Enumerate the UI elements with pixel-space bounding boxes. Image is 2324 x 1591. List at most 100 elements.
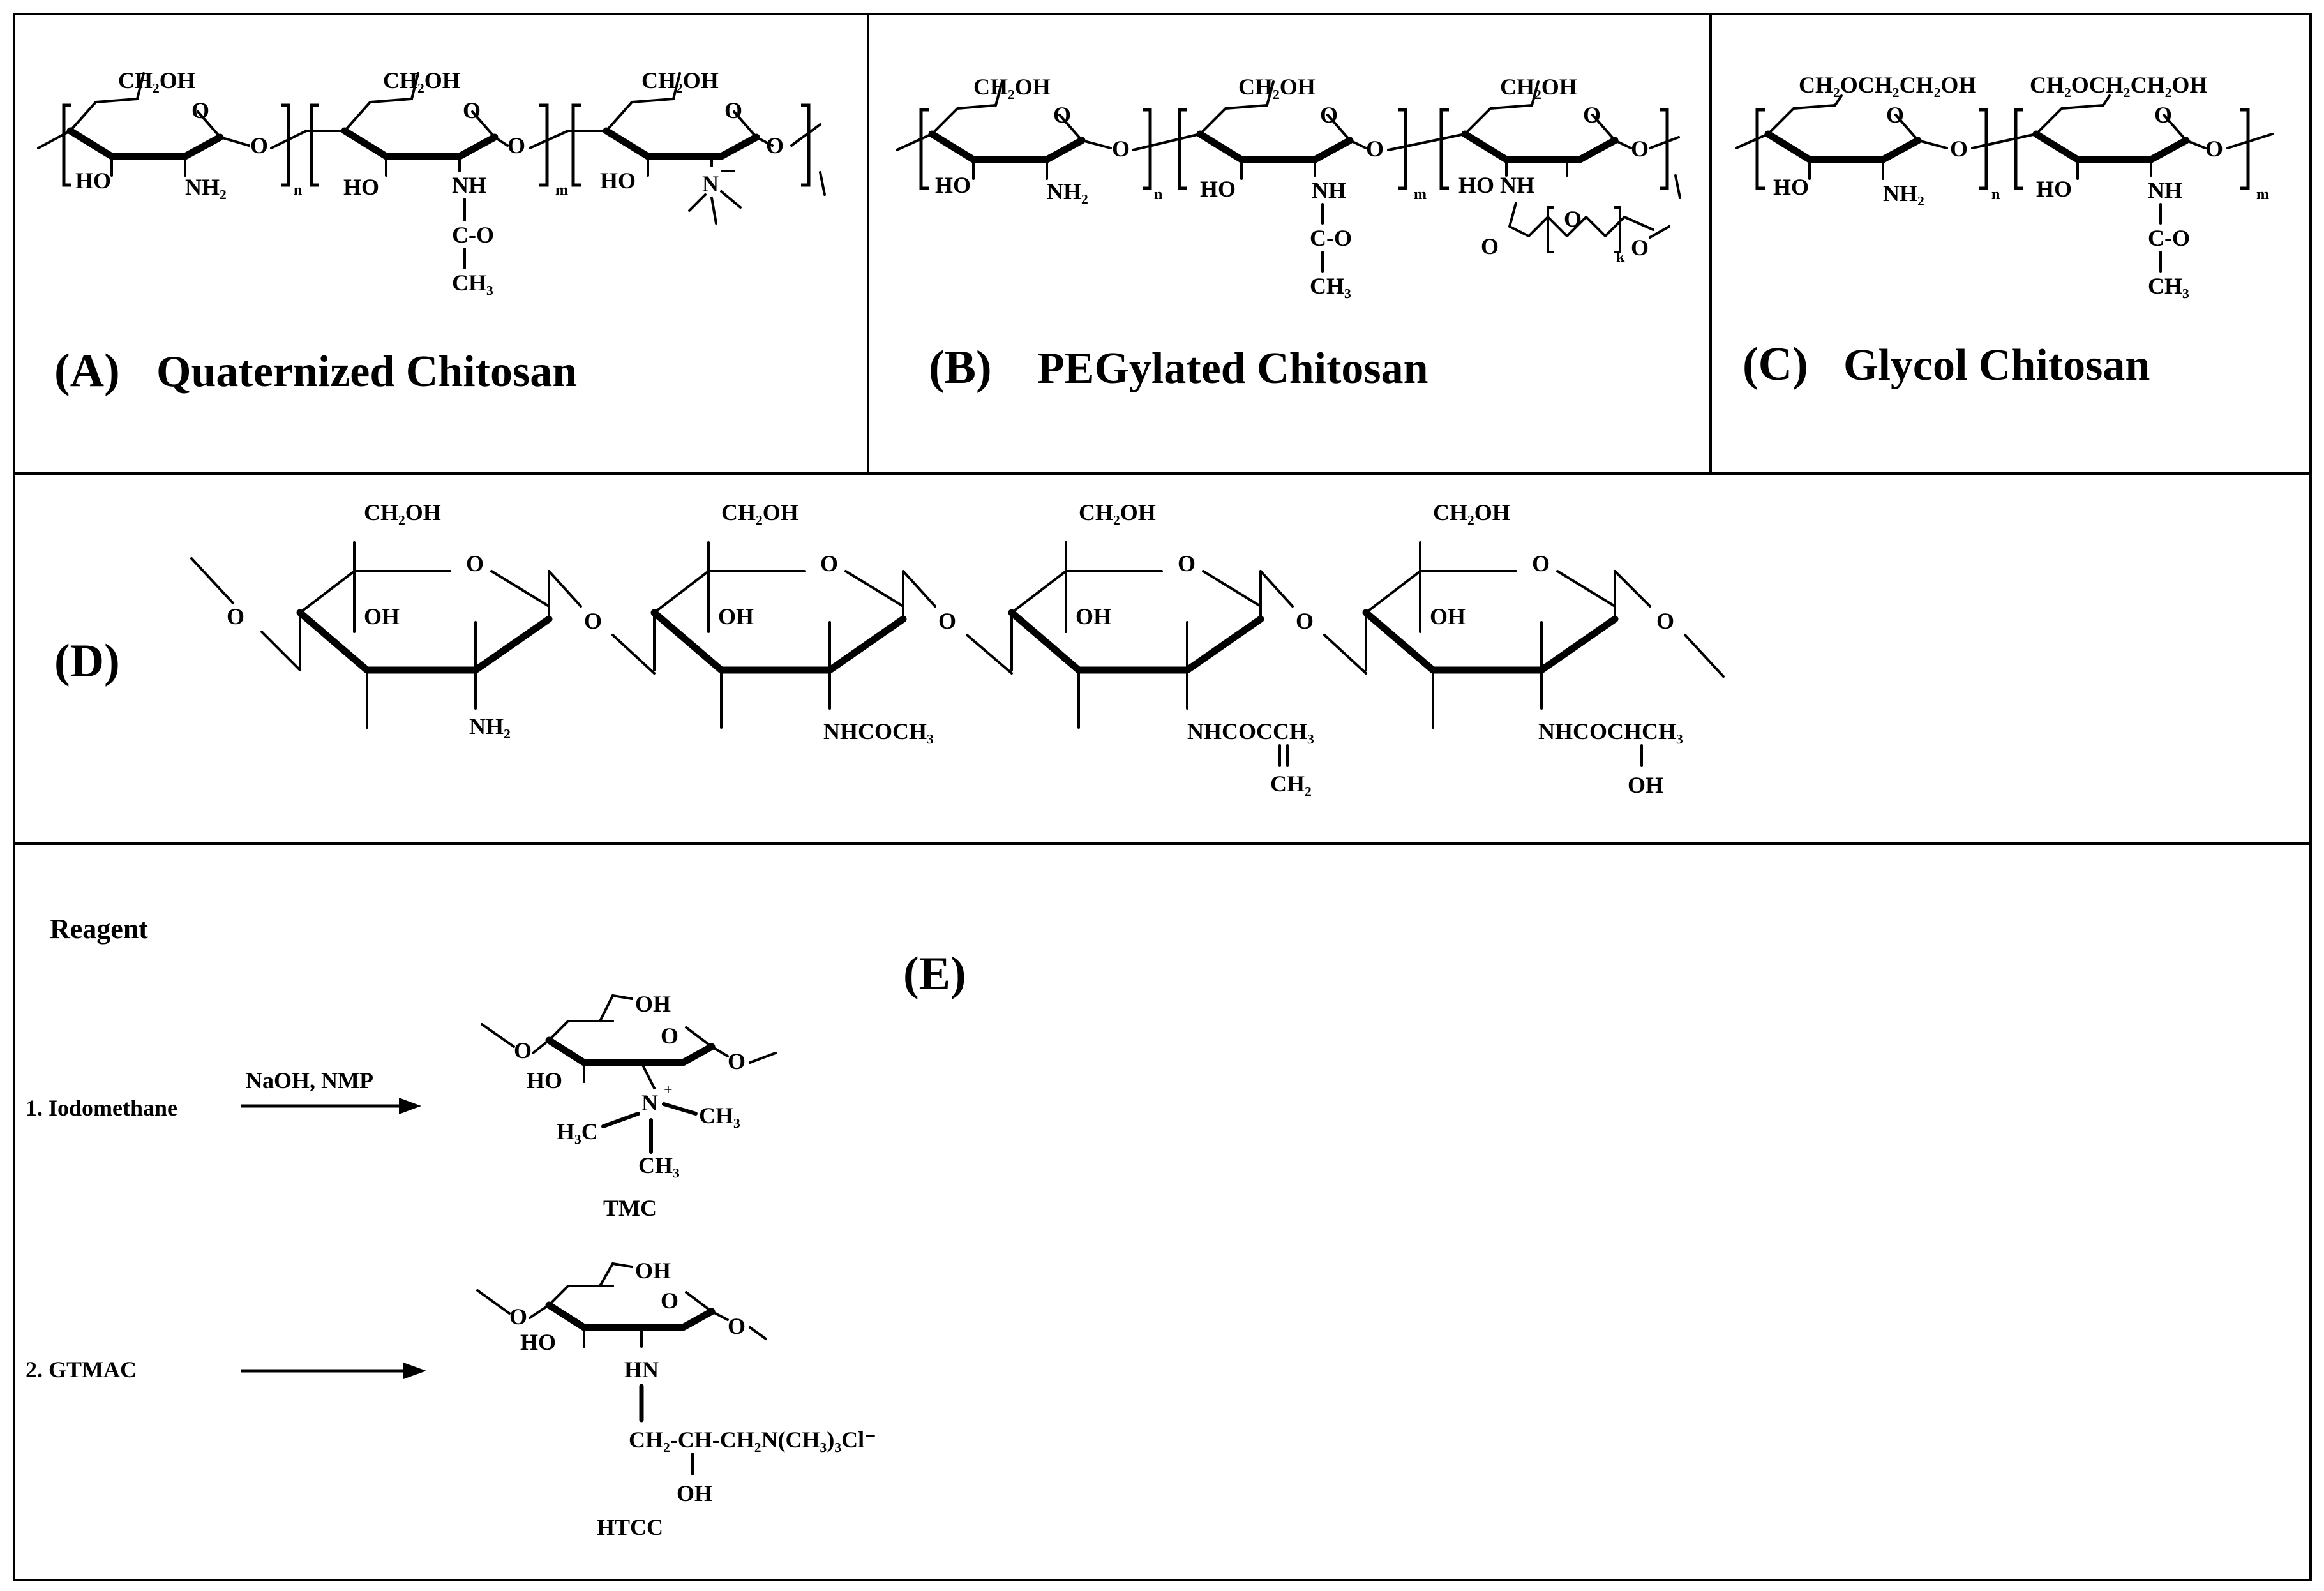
a2-bracket-right [539,103,549,187]
panel-c-letter: (C) [1743,338,1808,391]
panel-d-unit-4: CH₂OH O OH NHCOCHCH₃ OH [1362,500,1683,798]
b3-peg-o1: O [1564,206,1582,232]
b3-glyco-o: O [1631,136,1649,161]
c2-ring-o: O [2154,102,2172,128]
panel-d-unit-1: CH₂OH O OH NH₂ [296,500,553,739]
d3-nhcocch3: NHCOCCH₃ [1187,719,1314,744]
a3-ho: HO [600,168,636,193]
d1-oh: OH [364,604,400,629]
d2-ch2oh: CH₂OH [721,500,798,525]
b1-ch2oh: CH₂OH [973,74,1051,100]
peg-bracket-right [1614,206,1621,253]
b3-bracket-left [1439,108,1449,190]
panel-a-letter: (A) [54,345,120,397]
d4-oh: OH [1430,604,1466,629]
tmc-ring-o: O [661,1023,678,1049]
b3-ch2oh: CH₂OH [1500,74,1577,100]
panel-b-unit-3: CH₂OH O HO NH O O O O k [1387,74,1681,265]
a3-bracket-right [801,103,811,187]
b1-glyco-o: O [1112,136,1130,161]
b1-ring-o: O [1053,102,1071,128]
tmc-o-right: O [728,1049,746,1074]
panel-c-title: Glycol Chitosan [1843,341,2150,390]
peg-chain [1508,202,1654,237]
c1-glyco-o: O [1950,136,1968,161]
reagent-1-conditions: NaOH, NMP [246,1068,373,1093]
htcc-ring-o: O [661,1288,678,1313]
c2-glyco-o: O [2205,136,2223,161]
a2-ho: HO [343,174,379,200]
outer-frame [13,13,2312,1581]
panel-c-unit-1: CH₂OCH₂CH₂OH O HO NH₂ O n [1735,72,2000,206]
b2-ho: HO [1200,176,1236,202]
c2-subscript-m: m [2256,186,2269,203]
panel-a-unit-1: CH₂OH O HO NH₂ O n [37,68,302,200]
b2-bracket-right [1398,108,1407,190]
peg-bracket-left [1547,206,1554,253]
a3-ring-o: O [724,98,742,123]
a2-co: C-O [452,222,494,248]
b2-ch2oh: CH₂OH [1238,74,1316,100]
b1-bracket-left [919,108,929,190]
panel-c-unit-2: CH₂OCH₂CH₂OH O HO NH C-O CH₃ O m [1971,72,2274,299]
a2-ch2oh: CH₂OH [383,68,460,93]
b3-subscript-k: k [1616,249,1625,265]
d-terminal-right [1684,634,1725,678]
c2-ho: HO [2036,176,2072,202]
tmc-ch3-right: CH₃ [699,1103,740,1128]
htcc-o-left: O [509,1304,527,1329]
panel-frames [13,13,2312,1581]
d3-ch2: CH₂ [1270,771,1312,796]
d4-ch2oh: CH₂OH [1433,500,1510,525]
panel-b: CH₂OH O HO NH₂ O n CH₂OH O HO NH C-O CH₃ [896,74,1681,394]
a1-ring-o: O [191,98,209,123]
b1-bracket-right [1143,108,1152,190]
d4-ring-o: O [1532,551,1550,576]
htcc-oh-side: OH [677,1481,712,1506]
tmc-h3c: H₃C [557,1119,598,1144]
b3-carbonyl-o: O [1481,234,1499,259]
a2-glyco-o: O [507,133,525,158]
d4-nhcochch3: NHCOCHCH₃ [1538,719,1683,744]
panel-b-letter: (B) [929,341,992,394]
htcc-oh-top: OH [635,1258,671,1283]
c2-glycol-side: CH₂OCH₂CH₂OH [2030,72,2207,98]
reagent-2-label: 2. GTMAC [26,1357,137,1382]
c1-nh2: NH₂ [1883,181,1924,206]
b1-nh2: NH₂ [1047,179,1088,204]
d-terminal-left [190,557,234,604]
b2-co: C-O [1310,225,1352,251]
d1-ring-o: O [466,551,484,576]
d3-ch2oh: CH₂OH [1079,500,1156,525]
a1-ho: HO [75,168,111,193]
c2-co: C-O [2148,225,2190,251]
tmc-oh-top: OH [635,991,671,1017]
panel-b-unit-1: CH₂OH O HO NH₂ O n [896,74,1162,204]
panel-d: (D) O CH₂OH O OH NH₂ O [54,500,1725,798]
htcc-chain: CH₂-CH-CH₂N(CH₃)₃Cl⁻ [629,1427,876,1453]
c1-subscript-n: n [1991,186,2000,203]
b3-bracket-right [1660,108,1669,190]
c2-bracket-right [2240,108,2250,190]
a1-ch2oh: CH₂OH [118,68,195,93]
d2-oh: OH [718,604,754,629]
a1-glyco-o: O [250,133,268,158]
d-terminal-o-right: O [1656,608,1674,634]
a1-bracket-left [62,103,71,187]
d-glyco-o-3: O [1296,608,1314,634]
htcc-structure: O OH O HO O HN CH₂-CH-CH₂N(CH₃)₃Cl⁻ OH H… [476,1258,876,1540]
tmc-ch3-bottom: CH₃ [638,1153,680,1178]
a2-nh: NH [452,172,486,198]
panel-a: CH₂OH O HO NH₂ O n CH₂OH O HO NH C-O [37,68,826,397]
a2-ring-o: O [463,98,481,123]
d3-oh: OH [1076,604,1111,629]
a3-n-plus: N [702,171,719,197]
a3-glyco-o: O [766,133,784,158]
a1-bracket-right [281,103,290,187]
tmc-charge: + [664,1082,673,1098]
a1-subscript-n: n [294,182,302,198]
a2-subscript-m: m [555,182,568,198]
b2-subscript-m: m [1414,186,1427,203]
a1-nh2: NH₂ [185,174,227,200]
b2-bracket-left [1178,108,1187,190]
